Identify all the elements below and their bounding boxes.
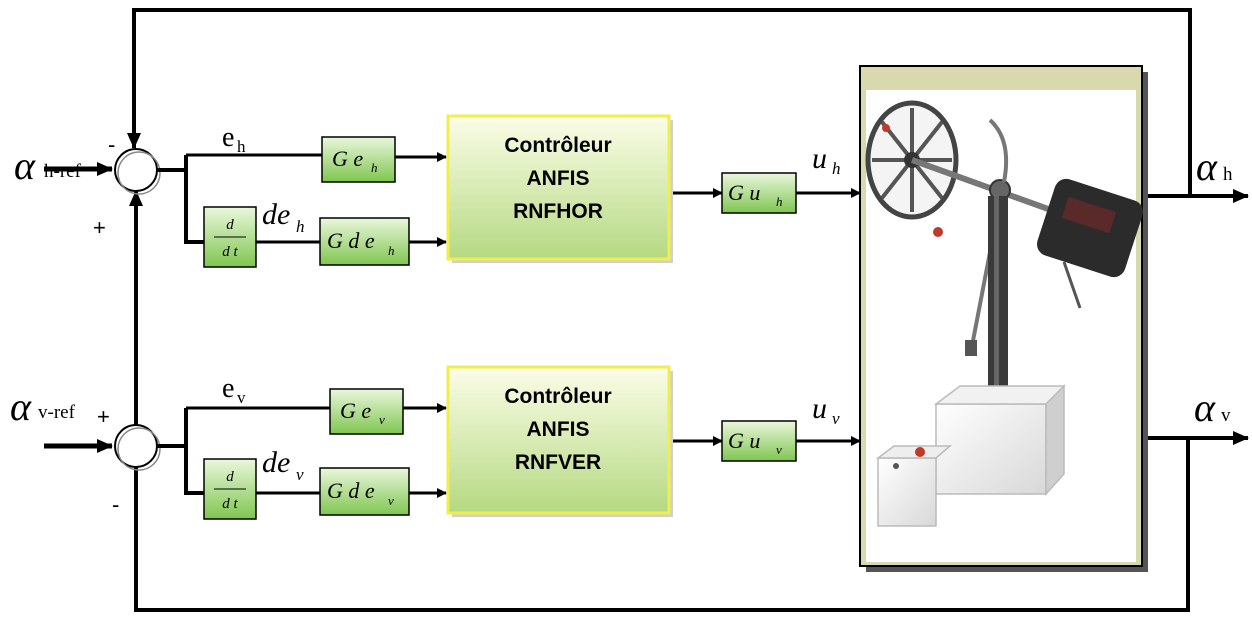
h-error-symbol: e	[222, 122, 234, 153]
v-gain-error-symbol: G e	[340, 398, 371, 423]
h-derivative-numerator: d	[226, 217, 234, 233]
v-derivative-numerator: d	[226, 469, 234, 485]
h-command-subscript: h	[832, 159, 841, 178]
v-derivative-denominator: d t	[222, 496, 238, 512]
v-sum-plus: +	[97, 404, 110, 429]
v-gain-output-block	[721, 420, 797, 462]
h-gain-derivative-block	[319, 217, 410, 266]
v-gain-error-subscript: v	[379, 412, 385, 427]
h-gain-error-symbol: G e	[332, 146, 363, 171]
h-output-symbol: α	[1196, 144, 1218, 189]
vertical-loop: α v-ref + - e v d d t de v G e v G d e v…	[10, 365, 1249, 520]
v-controller-type: ANFIS	[527, 418, 590, 441]
v-derivative-symbol: de	[262, 446, 290, 479]
feedback-vertical	[129, 190, 1190, 612]
v-command-subscript: v	[832, 409, 840, 428]
v-ref-symbol: α	[10, 384, 32, 429]
v-gain-derivative-symbol: G d e	[327, 478, 375, 503]
h-derivative-symbol: de	[262, 198, 290, 231]
h-derivative-subscript: h	[296, 217, 305, 236]
base-box-icon	[935, 403, 1047, 495]
h-gain-derivative-subscript: h	[388, 243, 395, 258]
h-gain-output-block	[721, 172, 797, 214]
v-error-symbol: e	[222, 373, 234, 404]
v-ref-subscript: v-ref	[38, 402, 76, 423]
h-ref-symbol: α	[14, 143, 36, 188]
h-gain-error-subscript: h	[371, 160, 378, 175]
h-controller-title: Contrôleur	[504, 134, 611, 157]
v-gain-error-block	[329, 388, 404, 435]
feedback-horizontal	[127, 8, 1192, 195]
v-controller-name: RNFVER	[515, 451, 601, 474]
v-gain-output-symbol: G u	[728, 428, 760, 453]
tail-rotor-icon	[1037, 178, 1143, 278]
v-error-subscript: v	[237, 388, 246, 407]
h-sum-plus: +	[93, 215, 106, 240]
v-output-subscript: v	[1221, 405, 1231, 426]
h-ref-subscript: h-ref	[44, 161, 82, 182]
h-controller-type: ANFIS	[527, 167, 590, 190]
h-command-symbol: u	[812, 142, 827, 175]
plant-image	[865, 100, 1143, 527]
v-controller-block	[446, 365, 671, 515]
h-sum-minus: -	[108, 132, 115, 157]
h-derivative-denominator: d t	[222, 244, 238, 260]
h-gain-derivative-symbol: G d e	[327, 228, 375, 253]
control-box-icon	[877, 457, 937, 527]
h-controller-block	[446, 114, 671, 261]
plant-system	[859, 65, 1148, 572]
v-output-symbol: α	[1194, 385, 1216, 430]
h-output-subscript: h	[1223, 164, 1233, 185]
v-gain-derivative-block	[319, 467, 410, 516]
h-gain-output-symbol: G u	[728, 180, 760, 205]
v-command-symbol: u	[812, 392, 827, 425]
horizontal-loop: α h-ref - + e h d d t de h G e h G d e h	[14, 114, 1249, 268]
h-error-subscript: h	[237, 137, 246, 156]
v-gain-derivative-subscript: v	[388, 493, 394, 508]
h-controller-name: RNFHOR	[513, 200, 603, 223]
v-derivative-subscript: v	[296, 465, 304, 484]
v-gain-output-subscript: v	[776, 442, 782, 457]
v-sum-minus: -	[112, 492, 119, 517]
h-gain-output-subscript: h	[776, 194, 783, 209]
v-controller-title: Contrôleur	[504, 385, 611, 408]
h-derivative-block	[203, 206, 257, 268]
h-gain-error-block	[321, 136, 396, 183]
